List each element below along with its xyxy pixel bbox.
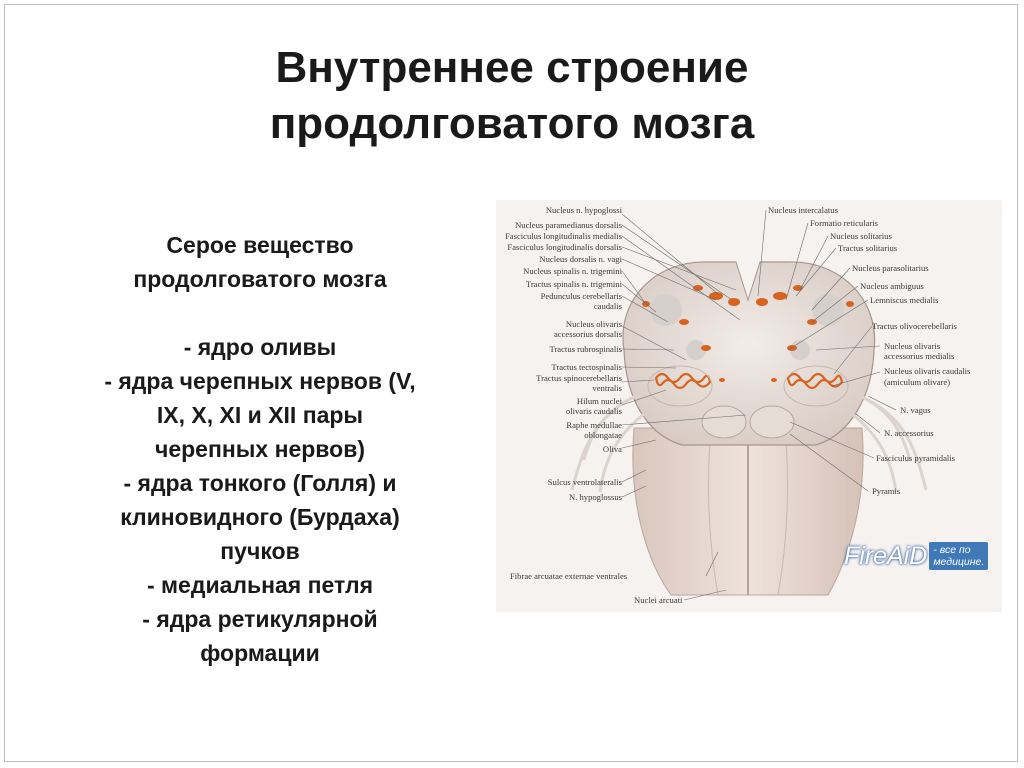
label-sulcus-ventrolateralis: Sulcus ventrolateralis <box>547 477 622 487</box>
watermark-tagline-1: - все по <box>933 544 971 556</box>
label-pedunculus-cerebellaris: Pedunculus cerebellaris <box>540 291 622 301</box>
body-line: - ядро оливы <box>183 334 337 360</box>
label-tractus-rubrospinalis: Tractus rubrospinalis <box>549 344 623 354</box>
label-nucleus-hypoglossi: Nucleus n. hypoglossi <box>545 205 622 215</box>
fireaid-watermark: FireAiD - все по медицине. <box>844 536 990 576</box>
label-fasc-long-medialis: Fasciculus longitudinalis medialis <box>505 231 622 241</box>
body-line: IX, X, XI и XII пары <box>156 402 364 428</box>
body-line: - ядра черепных нервов (V, <box>104 368 416 394</box>
label-raphe-medullae: Raphe medullae <box>566 420 622 430</box>
label-nucleus-dorsalis-vagi: Nucleus dorsalis n. vagi <box>539 254 622 264</box>
label-nucleus-intercalatus: Nucleus intercalatus <box>768 205 838 215</box>
slide-title: Внутреннее строение продолговатого мозга <box>0 40 1024 152</box>
body-line: клиновидного (Бурдаха) <box>120 504 400 530</box>
label-caudalis: caudalis <box>593 301 622 311</box>
medulla-drawing <box>570 209 928 601</box>
slide-frame <box>4 4 1018 762</box>
label-nucleus-olivaris-r: Nucleus olivaris <box>884 341 941 351</box>
body-line: пучков <box>220 538 300 564</box>
label-tractus-spinalis-trigemini: Tractus spinalis n. trigemini <box>525 279 622 289</box>
label-n-hypoglossus: N. hypoglossus <box>568 492 622 502</box>
label-tractus-olivocerebellaris: Tractus olivocerebellaris <box>872 321 957 331</box>
label-hilum-nuclei: Hilum nuclei <box>576 396 622 406</box>
label-tractus-tectospinalis: Tractus tectospinalis <box>551 362 622 372</box>
body-line: черепных нервов) <box>154 436 365 462</box>
label-nucleus-olivaris: Nucleus olivaris <box>565 319 622 329</box>
label-nucleus-parasolitarius: Nucleus parasolitarius <box>852 263 929 273</box>
label-formatio-reticularis: Formatio reticularis <box>810 218 879 228</box>
label-nucleus-olivaris-caudalis: Nucleus olivaris caudalis <box>884 366 971 376</box>
body-spacer <box>50 296 470 330</box>
label-olivaris-caudalis: olivaris caudalis <box>565 406 622 416</box>
body-line: - ядра тонкого (Голля) и <box>123 470 397 496</box>
label-fasc-long-dorsalis: Fasciculus longitudinalis dorsalis <box>507 242 622 252</box>
label-nuclei-arcuati: Nuclei arcuati <box>634 595 683 605</box>
label-nucleus-paramedianus: Nucleus paramedianus dorsalis <box>515 220 622 230</box>
body-line: продолговатого мозга <box>133 266 387 292</box>
body-line: Серое вещество <box>166 232 354 258</box>
body-line: - медиальная петля <box>146 572 373 598</box>
label-nucleus-ambiguus: Nucleus ambiguus <box>860 281 924 291</box>
label-oblongatae: oblongatae <box>584 430 622 440</box>
body-text: Серое вещество продолговатого мозга - яд… <box>50 228 470 670</box>
body-line: - ядра ретикулярной <box>142 606 378 632</box>
label-oliva: Oliva <box>602 444 622 454</box>
medulla-illustration: Nucleus n. hypoglossi Nucleus paramedian… <box>496 200 1002 612</box>
label-accessorius-dorsalis: accessorius dorsalis <box>553 329 622 339</box>
label-pyramis: Pyramis <box>872 486 901 496</box>
watermark-logo: FireAiD <box>844 541 928 570</box>
label-fibrae-arcuatae: Fibrae arcuatae externae ventrales <box>510 571 628 581</box>
label-lemniscus-medialis: Lemniscus medialis <box>870 295 939 305</box>
body-line: формации <box>200 640 320 666</box>
label-tractus-solitarius: Tractus solitarius <box>838 243 898 253</box>
watermark-tagline: - все по медицине. <box>929 542 989 570</box>
label-tractus-spinocerebellaris: Tractus spinocerebellaris <box>536 373 622 383</box>
title-line-2: продолговатого мозга <box>269 99 755 148</box>
label-nucleus-spinalis-trigemini: Nucleus spinalis n. trigemini <box>523 266 622 276</box>
title-line-1: Внутреннее строение <box>275 43 749 92</box>
label-nucleus-solitarius: Nucleus solitarius <box>830 231 892 241</box>
label-n-accessorius: N. accessorius <box>884 428 934 438</box>
label-n-vagus: N. vagus <box>900 405 931 415</box>
label-accessorius-medialis: accessorius medialis <box>884 351 955 361</box>
label-ventralis: ventralis <box>592 383 622 393</box>
label-fasciculus-pyramidalis: Fasciculus pyramidalis <box>876 453 956 463</box>
watermark-tagline-2: медицине. <box>933 556 985 568</box>
label-amiculum-olivare: (amiculum olivare) <box>884 377 951 387</box>
